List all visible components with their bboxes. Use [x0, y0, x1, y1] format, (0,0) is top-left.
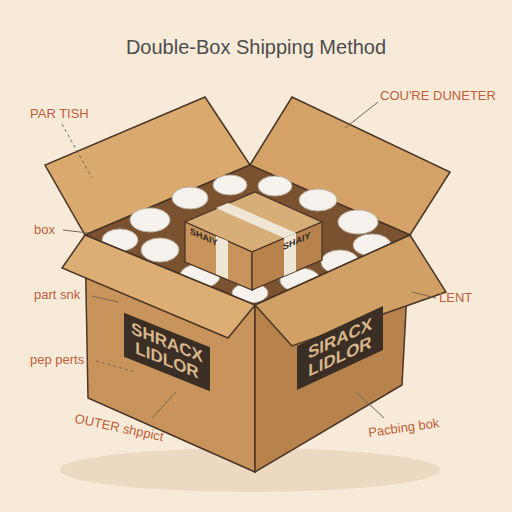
box-print: SIRACX LIDLOR: [297, 306, 383, 390]
part-label: OUTER shppict: [73, 411, 165, 445]
part-label: box: [34, 222, 55, 238]
part-label: LENT: [439, 290, 472, 306]
part-label: part snk: [34, 287, 80, 303]
diagram-title: Double-Box Shipping Method: [0, 36, 512, 59]
part-label: COU'RE DUNETER: [380, 88, 496, 104]
box-print: SHAIY: [190, 226, 218, 248]
box-print: SHAIY: [283, 230, 311, 252]
part-label: Pacbing bok: [367, 415, 440, 440]
part-label: PAR TISH: [30, 106, 89, 122]
part-label: pep perts: [30, 352, 84, 368]
box-print: SHRACX LIDLOR: [124, 313, 210, 391]
